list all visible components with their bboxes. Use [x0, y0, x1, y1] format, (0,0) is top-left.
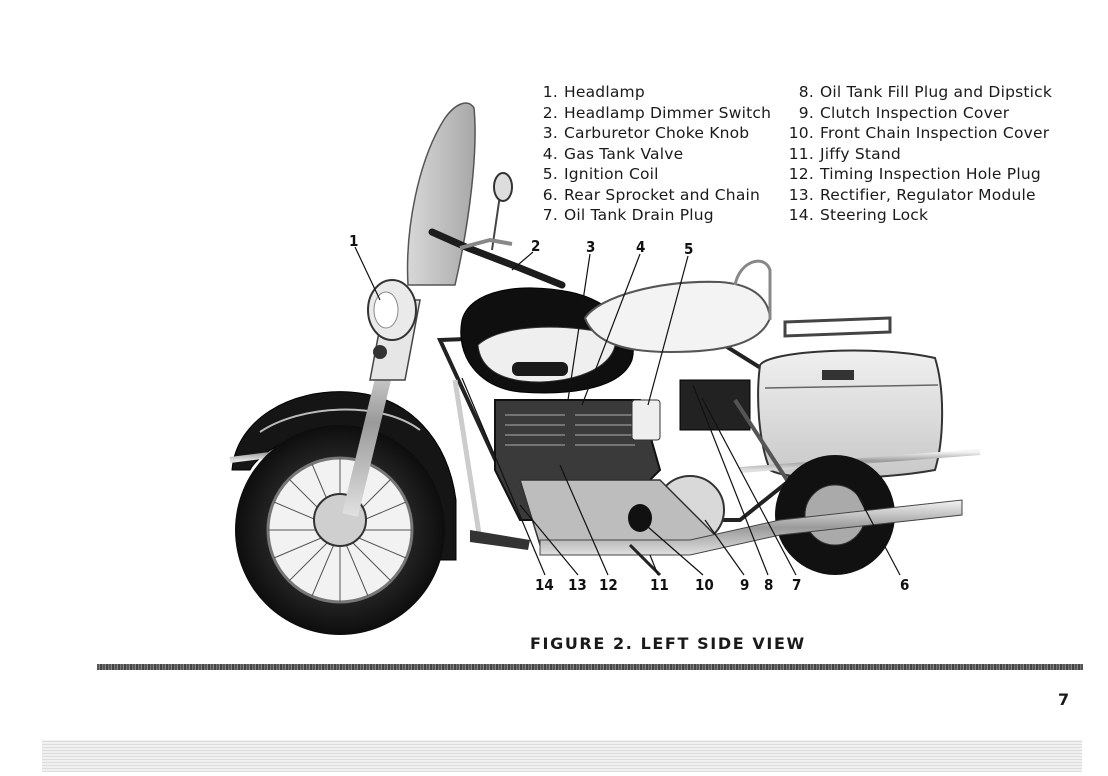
legend-label: Headlamp — [564, 83, 645, 101]
legend-number: 8. — [798, 83, 814, 101]
legend-number: 5. — [542, 165, 558, 183]
jiffy-stand — [628, 543, 662, 577]
callout-8: 8 — [764, 576, 773, 594]
legend-label: Oil Tank Drain Plug — [564, 206, 714, 224]
saddlebag-seam — [764, 384, 939, 389]
callout-12: 12 — [599, 576, 618, 594]
callout-11: 11 — [650, 576, 669, 594]
tank-emblem — [512, 362, 568, 376]
callout-2: 2 — [531, 237, 540, 255]
callout-1: 1 — [349, 232, 358, 250]
legend-label: Oil Tank Fill Plug and Dipstick — [820, 83, 1053, 101]
frame-down-tube — [452, 379, 483, 541]
parts-legend-right: 8. Oil Tank Fill Plug and Dipstick 9. Clut… — [786, 82, 1052, 226]
legend-label: Headlamp Dimmer Switch — [564, 103, 772, 122]
scan-artifact-band — [42, 740, 1082, 772]
handlebar-chrome — [459, 237, 513, 250]
legend-label: Rear Sprocket and Chain — [564, 185, 761, 204]
legend-number: 13. — [788, 185, 814, 204]
footboard — [470, 530, 530, 550]
legend-label: Ignition Coil — [564, 165, 659, 183]
exhaust-pipe — [539, 499, 963, 556]
luggage-rack — [783, 316, 892, 338]
legend-number: 1. — [542, 83, 558, 101]
legend-item: 13. Rectifier, Regulator Module — [786, 185, 1052, 206]
legend-label: Rectifier, Regulator Module — [820, 185, 1036, 204]
legend-number: 9. — [798, 103, 814, 122]
saddlebag-emblem — [822, 370, 854, 380]
legend-item: 4. Gas Tank Valve — [530, 144, 771, 165]
legend-item: 8. Oil Tank Fill Plug and Dipstick — [786, 82, 1052, 103]
legend-number: 6. — [542, 185, 558, 204]
legend-item: 3. Carburetor Choke Knob — [530, 123, 771, 144]
page-rule — [97, 664, 1083, 670]
legend-label: Carburetor Choke Knob — [564, 124, 750, 142]
legend-number: 10. — [788, 124, 814, 142]
saddlebag — [757, 349, 944, 480]
ignition-coil — [631, 399, 661, 441]
legend-label: Timing Inspection Hole Plug — [820, 165, 1041, 183]
legend-number: 11. — [788, 144, 814, 163]
legend-number: 4. — [542, 144, 558, 163]
callout-7: 7 — [792, 576, 801, 594]
legend-item: 6. Rear Sprocket and Chain — [530, 185, 771, 206]
callout-9: 9 — [740, 576, 749, 594]
legend-number: 14. — [788, 206, 814, 224]
headlamp-lens — [373, 291, 399, 329]
mirror — [493, 172, 513, 202]
callout-13: 13 — [568, 576, 587, 594]
seat-rail — [733, 259, 772, 320]
legend-item: 12. Timing Inspection Hole Plug — [786, 164, 1052, 185]
legend-label: Front Chain Inspection Cover — [820, 124, 1050, 142]
legend-label: Steering Lock — [820, 206, 929, 224]
callout-14: 14 — [535, 576, 554, 594]
engine-fins — [505, 414, 635, 446]
fender-trim — [259, 408, 421, 433]
callout-3: 3 — [586, 238, 595, 256]
legend-item: 14. Steering Lock — [786, 205, 1052, 226]
callout-5: 5 — [684, 240, 693, 258]
legend-item: 10. Front Chain Inspection Cover — [786, 123, 1052, 144]
page-number: 7 — [1058, 690, 1070, 709]
legend-item: 7. Oil Tank Drain Plug — [530, 205, 771, 226]
legend-label: Gas Tank Valve — [564, 144, 684, 163]
legend-item: 5. Ignition Coil — [530, 164, 771, 185]
parts-legend-left: 1. Headlamp 2. Headlamp Dimmer Switch 3. Ca… — [530, 82, 771, 226]
leader-lines — [354, 246, 901, 576]
legend-item: 11. Jiffy Stand — [786, 144, 1052, 165]
windshield — [406, 102, 476, 286]
legend-item: 9. Clutch Inspection Cover — [786, 103, 1052, 124]
legend-label: Clutch Inspection Cover — [820, 103, 1010, 122]
seat — [583, 280, 772, 354]
legend-item: 2. Headlamp Dimmer Switch — [530, 103, 771, 124]
callout-6: 6 — [900, 576, 909, 594]
legend-number: 12. — [788, 165, 814, 183]
callout-4: 4 — [636, 238, 645, 256]
motorcycle-illustration: 1 2 3 4 5 14 13 12 11 10 9 8 7 6 — [229, 102, 981, 635]
callout-10: 10 — [695, 576, 714, 594]
legend-label: Jiffy Stand — [820, 144, 901, 163]
legend-number: 3. — [542, 124, 558, 142]
legend-number: 2. — [542, 103, 558, 122]
figure-caption: FIGURE 2. LEFT SIDE VIEW — [530, 634, 806, 653]
handlebar — [428, 228, 566, 289]
legend-item: 1. Headlamp — [530, 82, 771, 103]
spot-lamp — [373, 345, 387, 359]
legend-number: 7. — [542, 206, 558, 224]
